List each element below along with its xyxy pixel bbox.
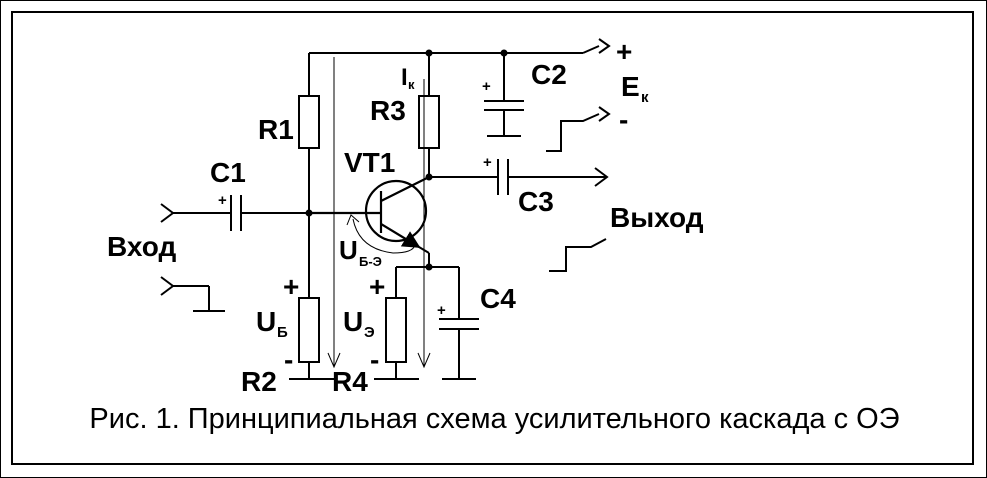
resistor-r3 xyxy=(418,53,440,177)
label-c4: C4 xyxy=(480,283,516,314)
svg-text:E: E xyxy=(621,71,640,102)
label-r2: R2 xyxy=(241,366,277,397)
svg-text:U: U xyxy=(339,235,358,265)
output-wiring xyxy=(429,159,609,195)
svg-text:к: к xyxy=(408,77,415,92)
input-wiring xyxy=(160,195,309,231)
svg-text:-: - xyxy=(619,104,628,135)
label-ik: I к xyxy=(401,64,415,92)
label-ue: U Э xyxy=(343,306,375,341)
svg-text:к: к xyxy=(641,89,649,106)
emitter-node-dot xyxy=(425,263,433,271)
svg-text:Б: Б xyxy=(277,324,288,341)
svg-text:+: + xyxy=(283,271,299,302)
input-ground-terminal xyxy=(160,276,225,312)
label-c1: C1 xyxy=(210,157,246,188)
resistor-r1 xyxy=(298,53,320,298)
figure-border xyxy=(11,11,974,465)
svg-text:+: + xyxy=(483,154,492,171)
label-vt1: VT1 xyxy=(344,147,395,178)
svg-text:+: + xyxy=(218,192,227,209)
label-ub: U Б xyxy=(256,306,288,341)
label-ek: E к xyxy=(621,71,649,106)
svg-text:-: - xyxy=(370,344,379,375)
capacitor-c2 xyxy=(484,53,524,137)
output-ground-terminal xyxy=(549,238,607,272)
resistor-r2 xyxy=(289,297,334,380)
svg-text:+: + xyxy=(369,271,385,302)
figure-caption: Рис. 1. Принципиальная схема усилительно… xyxy=(89,403,900,435)
capacitor-c4 xyxy=(439,318,479,380)
label-r4: R4 xyxy=(332,366,368,397)
label-ube: U Б-Э xyxy=(339,235,382,269)
polarity-marks: + + + + + - + - + - xyxy=(218,36,632,375)
label-r3: R3 xyxy=(370,95,406,126)
label-input: Вход xyxy=(107,231,176,262)
label-c2: C2 xyxy=(531,59,567,90)
svg-text:Э: Э xyxy=(364,324,375,341)
svg-text:-: - xyxy=(284,344,293,375)
svg-text:I: I xyxy=(401,64,408,91)
svg-text:+: + xyxy=(437,302,446,319)
top-rail xyxy=(309,38,611,54)
svg-text:U: U xyxy=(343,306,363,337)
supply-minus-terminal xyxy=(546,106,611,152)
svg-text:Б-Э: Б-Э xyxy=(359,254,382,269)
label-c3: C3 xyxy=(518,186,554,217)
svg-text:+: + xyxy=(482,78,491,95)
svg-text:+: + xyxy=(616,36,632,67)
transistor-vt1 xyxy=(309,176,430,248)
resistor-r4 xyxy=(374,297,419,380)
voltage-arrows xyxy=(327,57,431,369)
label-r1: R1 xyxy=(258,114,294,145)
label-output: Выход xyxy=(610,202,704,233)
svg-text:U: U xyxy=(256,306,276,337)
